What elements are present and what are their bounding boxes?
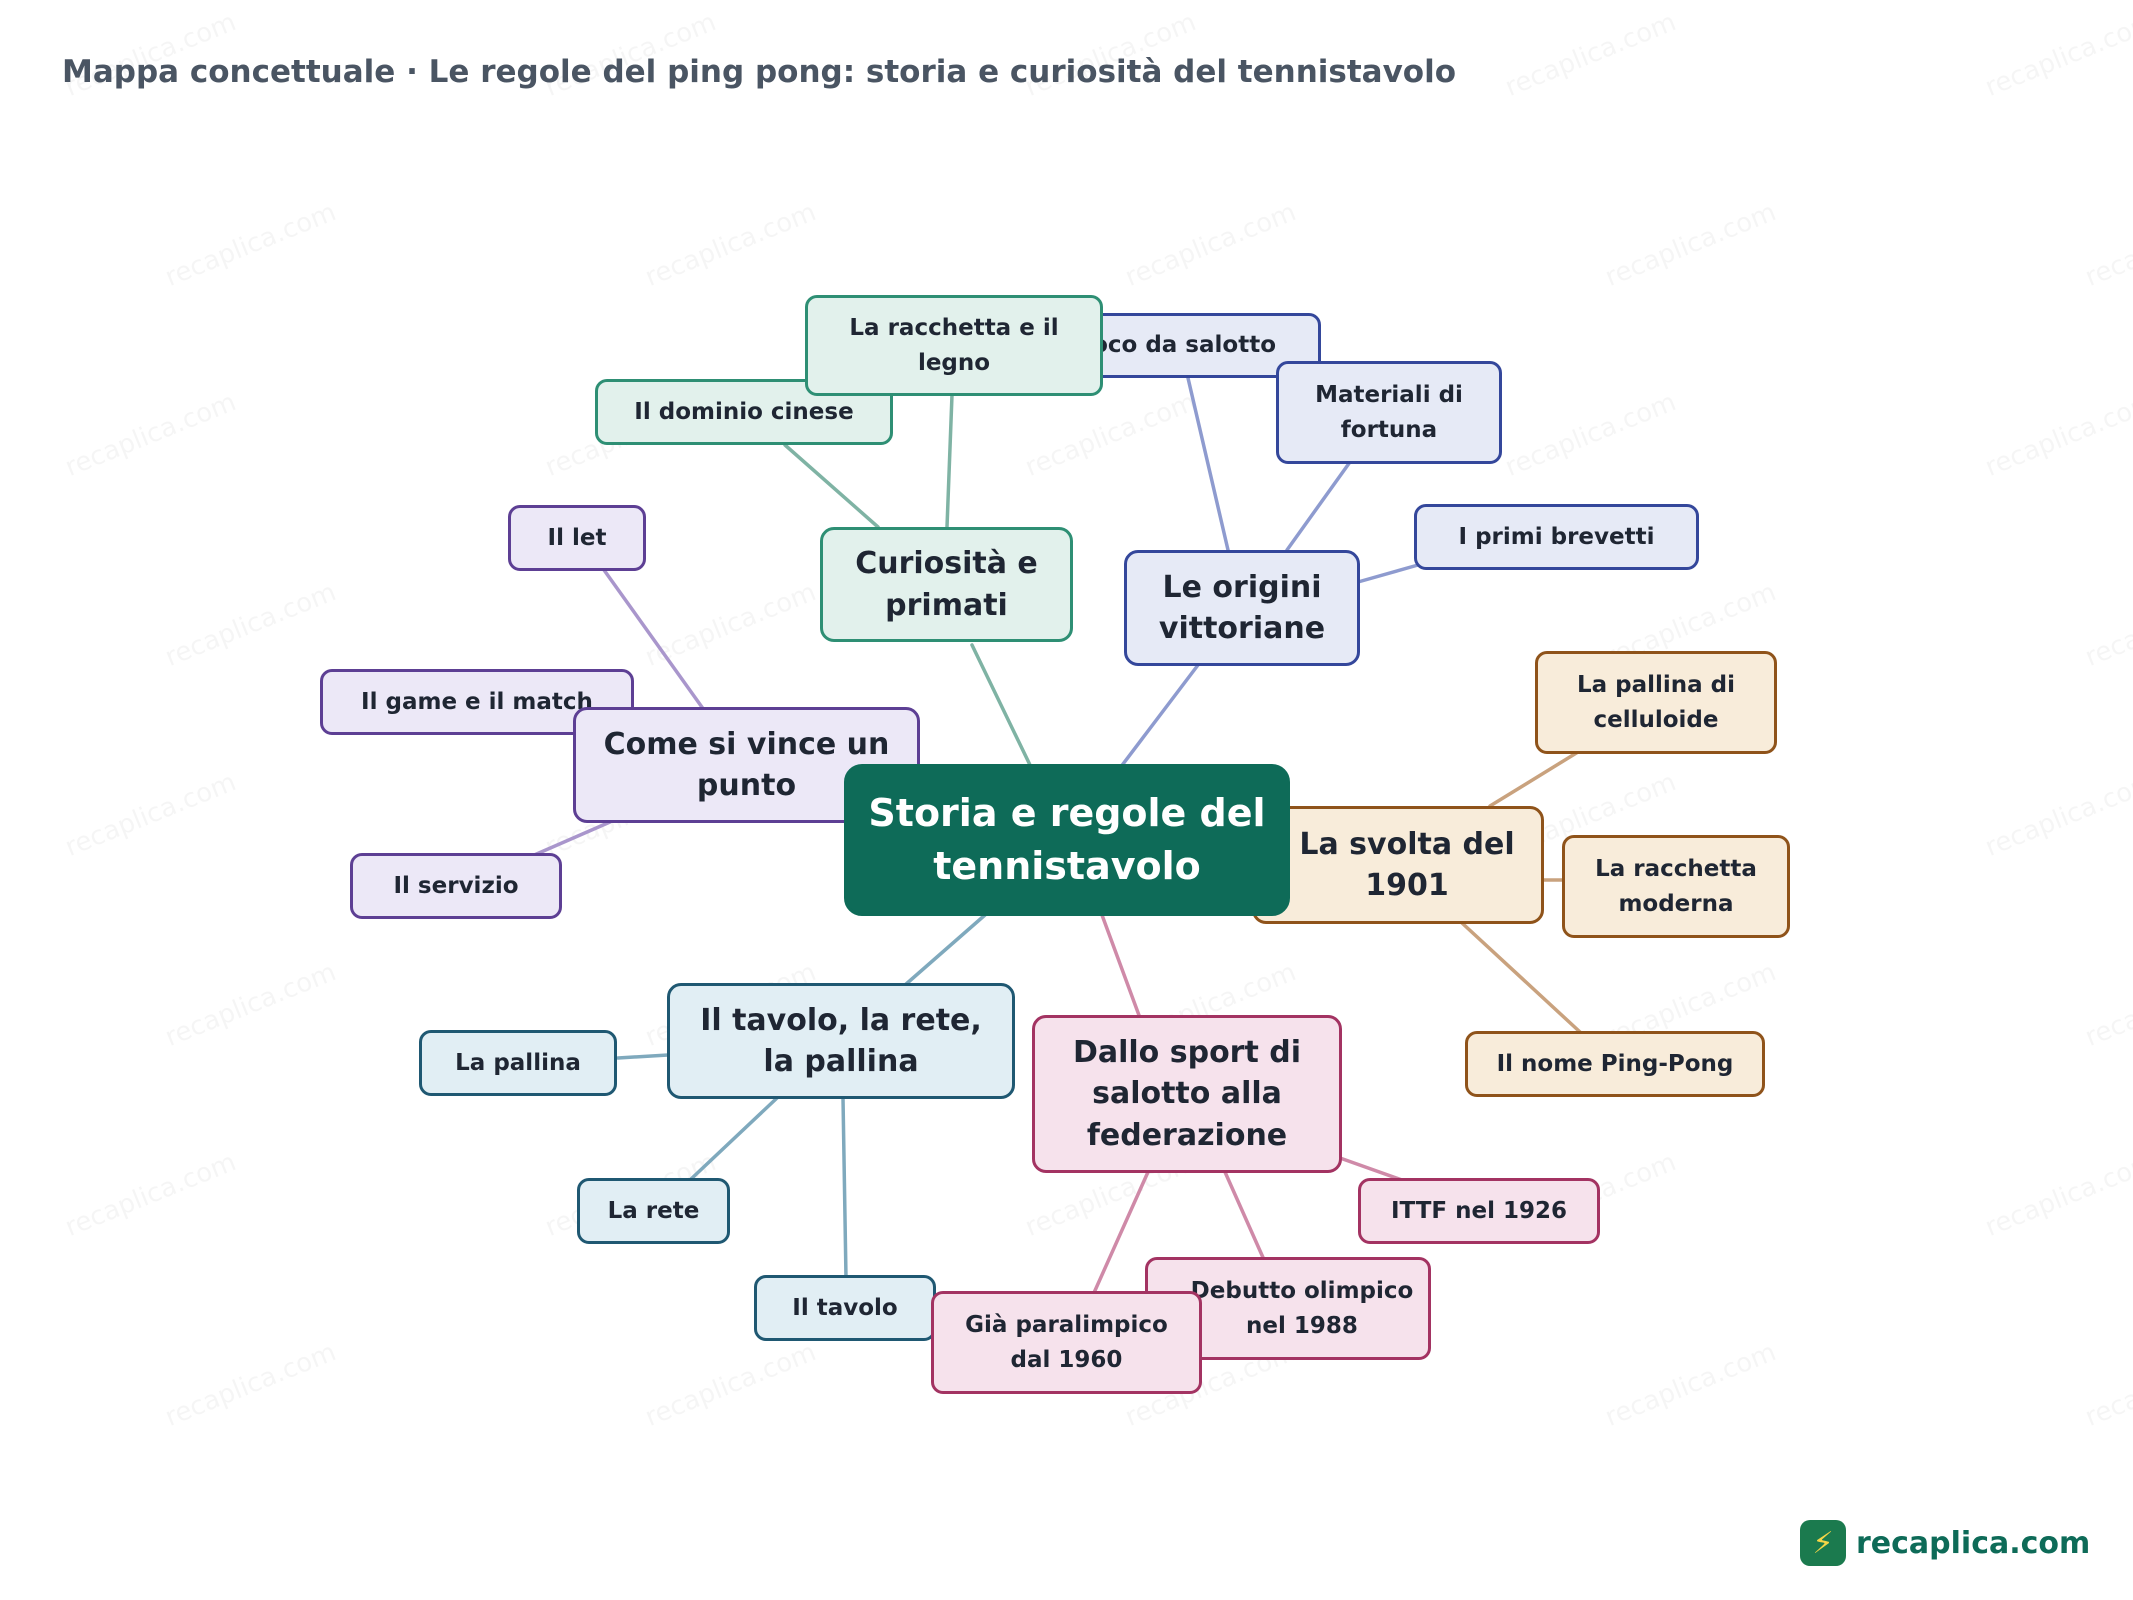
node-label: Il game e il match [361, 688, 593, 715]
logo-text: recaplica.com [1856, 1525, 2091, 1561]
root-node: Storia e regole del tennistavolo [844, 764, 1290, 916]
node-label: Il tavolo, la rete, la pallina [700, 1002, 982, 1079]
node-il-tavolo-la-rete-la-pallina: Il tavolo, la rete, la pallina [667, 983, 1015, 1099]
node-gia-paralimpico-dal-1960: Già paralimpico dal 1960 [931, 1291, 1202, 1394]
edge-origini-materiali [1285, 460, 1352, 552]
node-dallo-sport-di-salotto-alla-federazione: Dallo sport di salotto alla federazione [1032, 1015, 1342, 1173]
edge-root-origini [1118, 663, 1200, 770]
node-label: La rete [607, 1197, 700, 1224]
node-curiosita-e-primati: Curiosità e primati [820, 527, 1073, 642]
node-label: Come si vince un punto [603, 726, 890, 803]
edge-origini-brevetti [1356, 563, 1420, 584]
node-label: Materiali di fortuna [1315, 382, 1463, 443]
edge-sport-ittf [1338, 1156, 1404, 1182]
node-i-primi-brevetti: I primi brevetti [1414, 504, 1699, 570]
node-label: Il let [547, 524, 607, 551]
node-label: Debutto olimpico nel 1988 [1190, 1278, 1414, 1339]
node-la-rete: La rete [577, 1178, 730, 1244]
edge-vince-let [602, 568, 706, 712]
node-label: Il dominio cinese [634, 398, 854, 425]
node-label: Le origini vittoriane [1158, 569, 1326, 646]
node-le-origini-vittoriane: Le origini vittoriane [1124, 550, 1360, 666]
edge-curiosita-dominio [783, 443, 880, 529]
node-materiali-di-fortuna: Materiali di fortuna [1276, 361, 1502, 464]
edge-svolta-nome [1460, 921, 1582, 1034]
node-label: Curiosità e primati [855, 546, 1038, 623]
node-la-pallina: La pallina [419, 1030, 617, 1096]
edge-root-tavolo [903, 913, 987, 987]
edge-tavolo-rete [688, 1096, 779, 1182]
node-label: La pallina di celluloide [1576, 672, 1736, 733]
node-label: Il nome Ping-Pong [1496, 1050, 1734, 1077]
node-ittf-nel-1926: ITTF nel 1926 [1358, 1178, 1600, 1244]
node-il-nome-ping-pong: Il nome Ping-Pong [1465, 1031, 1765, 1097]
edge-svolta-celluloide [1488, 750, 1580, 808]
edge-origini-salotto [1186, 376, 1230, 552]
node-label: La pallina [455, 1049, 581, 1076]
node-il-servizio: Il servizio [350, 853, 562, 919]
node-label: I primi brevetti [1458, 523, 1655, 550]
node-label: Il tavolo [792, 1294, 898, 1321]
node-label: La racchetta moderna [1595, 856, 1757, 917]
node-il-tavolo: Il tavolo [754, 1275, 936, 1341]
lightning-icon: ⚡ [1800, 1520, 1846, 1566]
node-il-let: Il let [508, 505, 646, 571]
brand-logo[interactable]: ⚡ recaplica.com [1800, 1520, 2090, 1566]
edge-tavolo-tavolo [841, 1096, 848, 1280]
node-label: La racchetta e il legno [849, 315, 1059, 376]
edge-vince-servizio [530, 820, 612, 858]
node-la-racchetta-e-il-legno: La racchetta e il legno [805, 295, 1103, 396]
root-label: Storia e regole del tennistavolo [868, 790, 1266, 888]
node-label: ITTF nel 1926 [1390, 1197, 1568, 1224]
edge-root-sport [1100, 913, 1142, 1020]
node-la-svolta-del-1901: La svolta del 1901 [1252, 806, 1544, 924]
edge-root-curiosita [970, 643, 1032, 767]
page-title: Mappa concettuale · Le regole del ping p… [62, 54, 1457, 90]
node-la-pallina-di-celluloide: La pallina di celluloide [1535, 651, 1777, 754]
node-label: Dallo sport di salotto alla federazione [1072, 1034, 1302, 1153]
edge-sport-paralimpico [1091, 1170, 1150, 1297]
node-label: Già paralimpico dal 1960 [965, 1312, 1168, 1373]
node-label: La svolta del 1901 [1299, 826, 1515, 903]
edge-sport-debutto [1223, 1170, 1267, 1264]
node-la-racchetta-moderna: La racchetta moderna [1562, 835, 1790, 938]
edge-curiosita-racchetta [945, 393, 954, 529]
edge-tavolo-pallina [616, 1053, 670, 1060]
node-label: Il servizio [393, 872, 519, 899]
